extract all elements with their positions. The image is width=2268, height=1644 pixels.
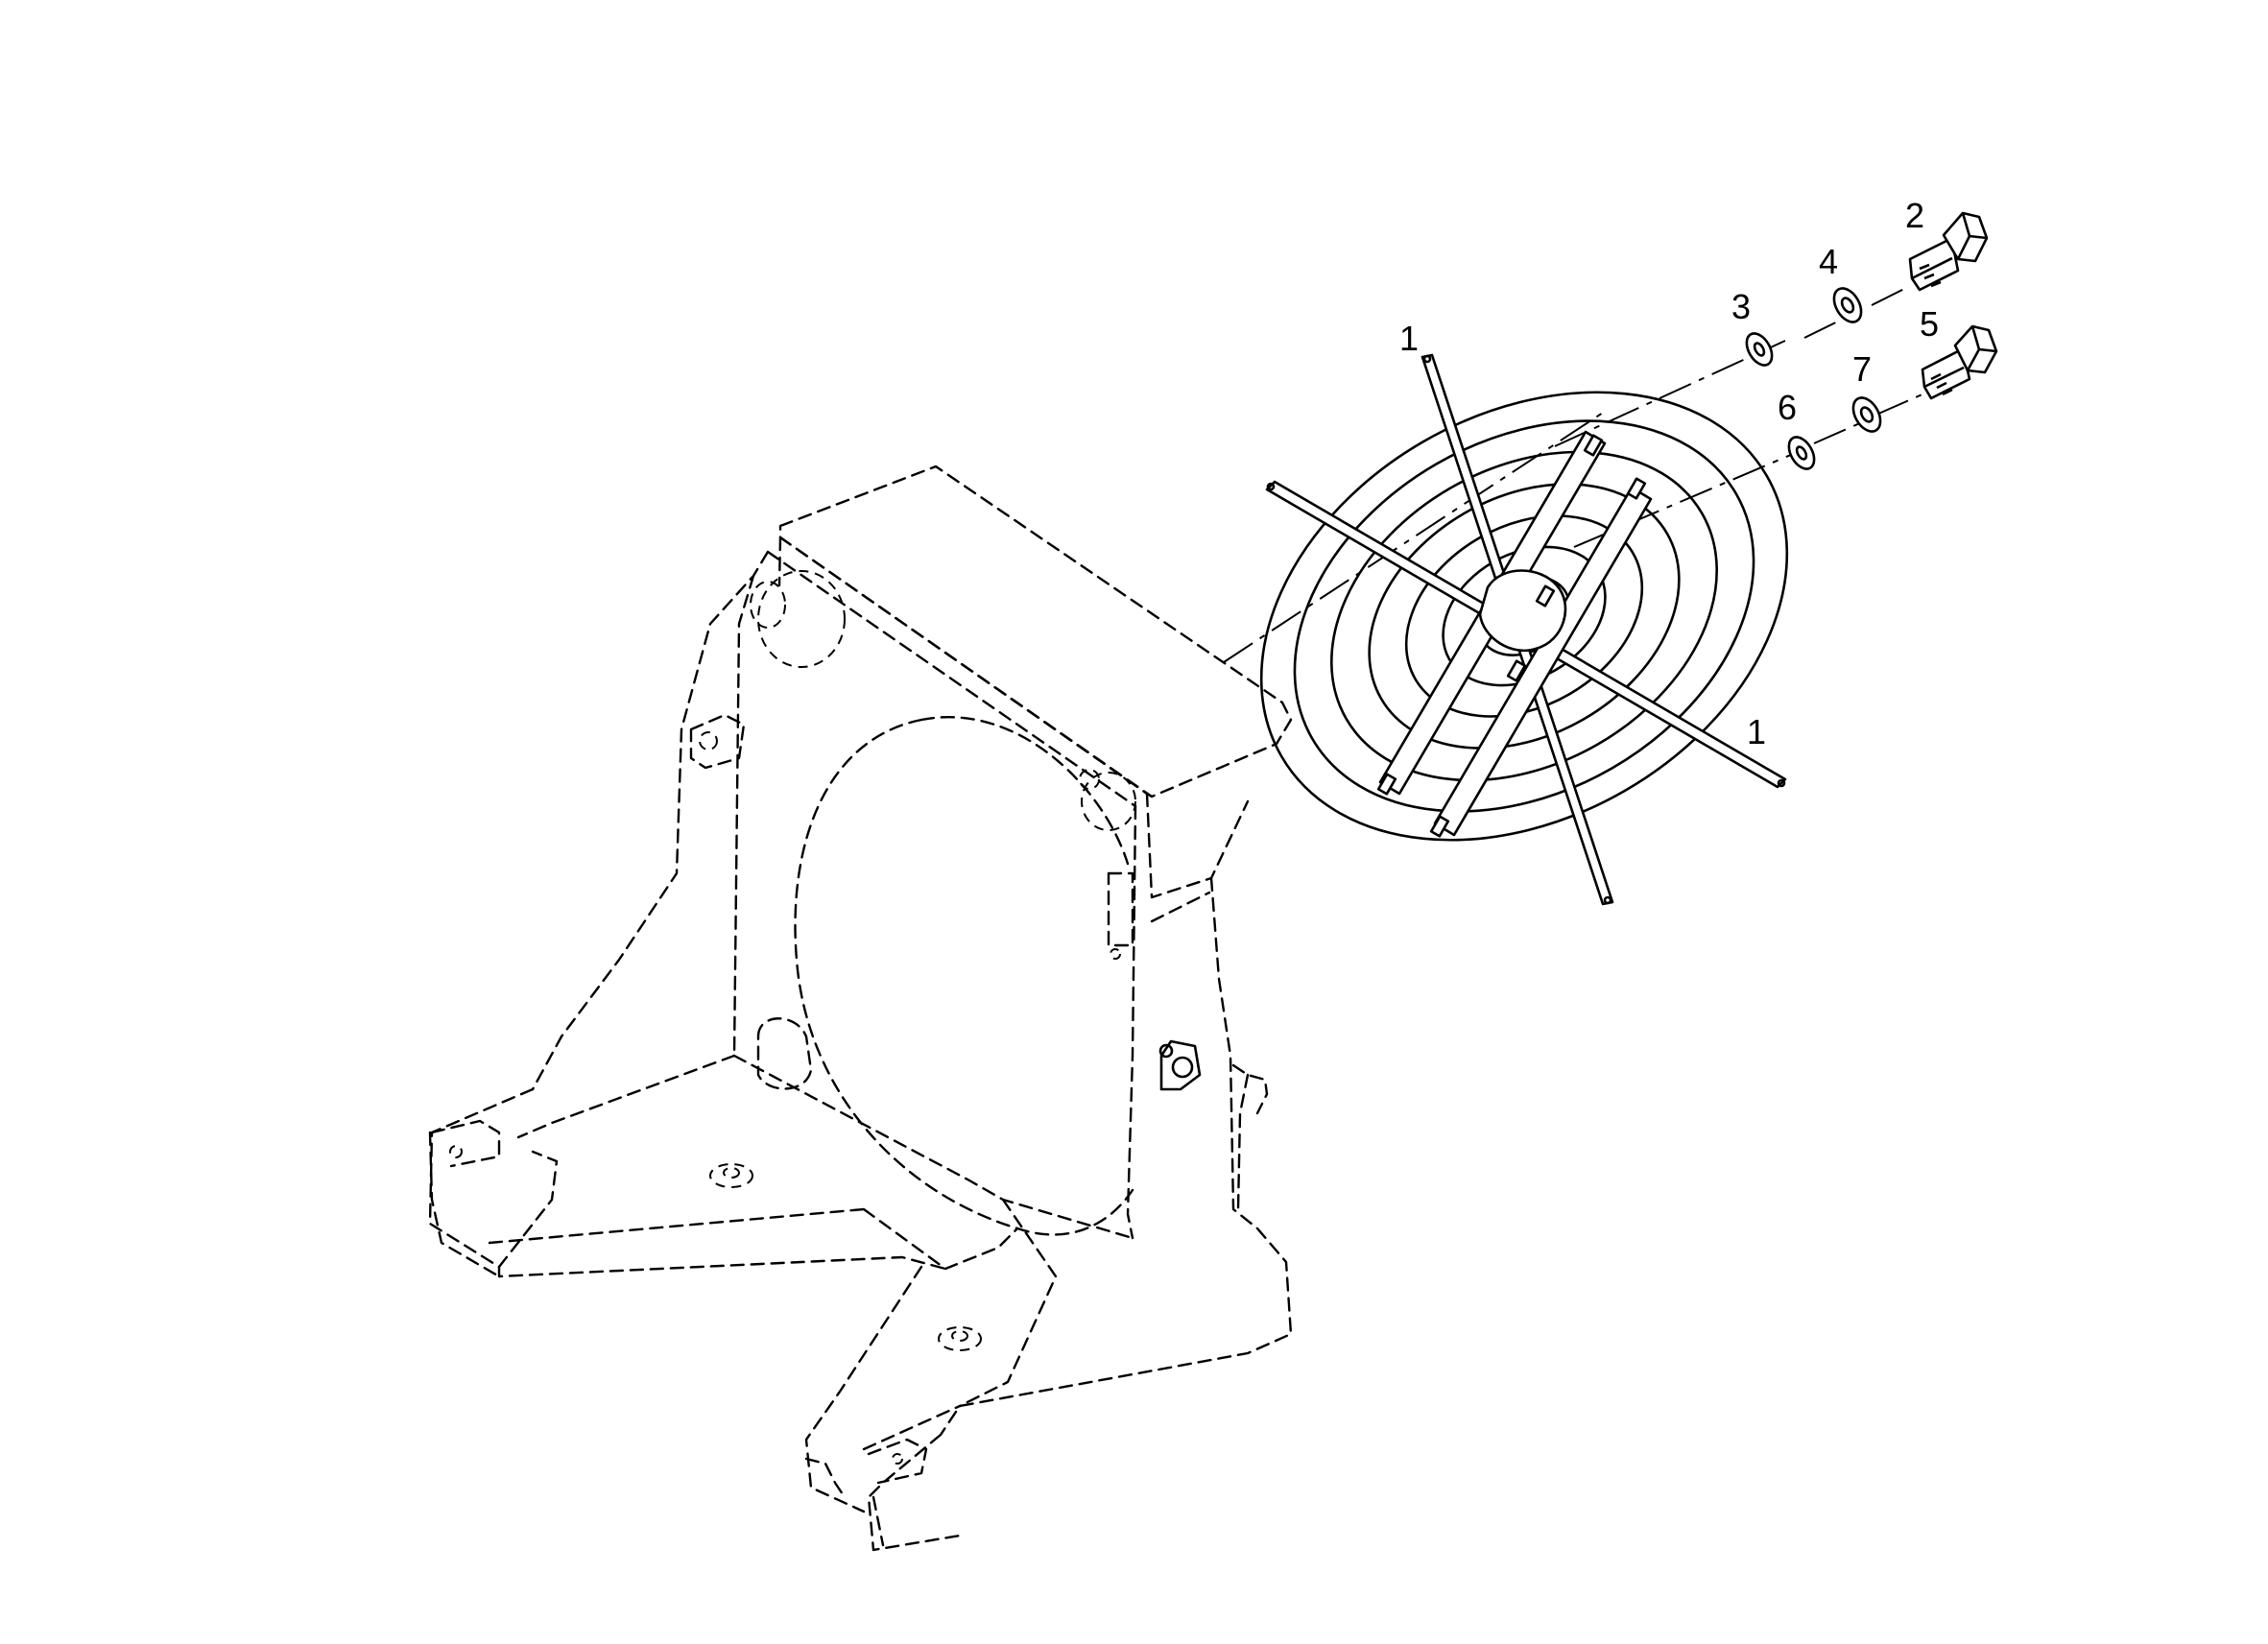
hex-bolt-upper [1908,211,1989,292]
washer-lower-inner [1787,436,1816,470]
callout-grille-right: 1 [1747,712,1766,751]
fan-housing-bracket [428,465,1293,1552]
callout-bolt-lower: 5 [1920,304,1939,344]
hex-bolt-lower [1921,324,1998,400]
callout-labels: 1 1 2 3 4 5 6 7 [1399,196,1939,751]
lock-washer-upper-outer [1832,287,1863,323]
washer-upper-inner [1745,332,1774,367]
callout-grille-top: 1 [1399,319,1419,358]
callout-washer-lower-inner: 6 [1778,388,1797,427]
callout-washer-lower-outer: 7 [1852,349,1872,389]
fan-guard-grille [1259,353,1789,906]
callout-bolt-upper: 2 [1905,196,1924,235]
lock-washer-lower-outer [1851,396,1882,433]
callout-washer-upper-outer: 4 [1819,242,1838,281]
callout-washer-upper-inner: 3 [1731,287,1751,326]
